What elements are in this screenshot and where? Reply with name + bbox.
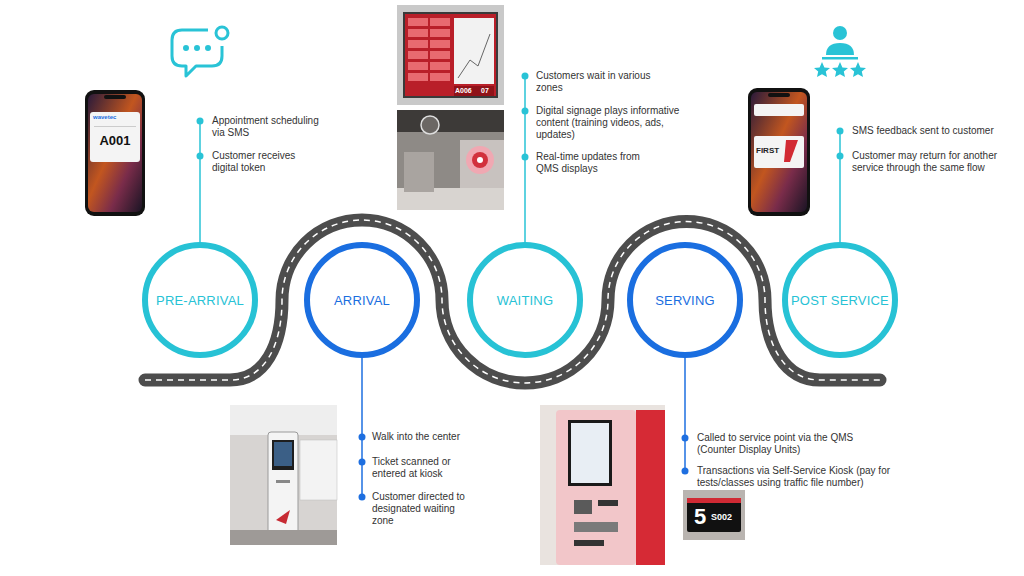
kiosk-photo (230, 405, 337, 545)
waiting-area-photo (397, 110, 504, 210)
phone-photo (748, 88, 810, 216)
ticket-number: S002 (711, 512, 741, 522)
step-text: Customer receives digital token (212, 150, 312, 174)
token-number: A001 (90, 133, 140, 148)
self-service-kiosk-photo (540, 405, 665, 565)
step-text: Real-time updates from QMS displays (536, 151, 654, 175)
phone-brand-text: wavetec (93, 114, 137, 121)
step-text: Appointment scheduling via SMS (212, 115, 330, 139)
step-text: Digital signage plays informative conten… (536, 105, 688, 141)
chat-icon (172, 27, 228, 76)
step-text: Called to service point via the QMS (Cou… (697, 432, 882, 456)
phone-photo (85, 90, 145, 216)
step-text: Customer may return for another service … (852, 150, 1017, 174)
rating-icon (814, 26, 866, 77)
signage-photo (397, 5, 504, 105)
stage-circle: PRE-ARRIVAL (142, 242, 258, 358)
phone-brand-text: FIRST (756, 146, 786, 155)
stage-circle: SERVING (627, 242, 743, 358)
step-text: Walk into the center (372, 431, 492, 443)
stage-circle: WAITING (467, 242, 583, 358)
step-text: Transactions via Self-Service Kiosk (pay… (697, 465, 915, 489)
queue-display-text: 07 (481, 87, 495, 95)
counter-display-photo (683, 490, 745, 540)
stage-label: PRE-ARRIVAL (156, 293, 244, 308)
stage-label: ARRIVAL (334, 293, 390, 308)
step-text: Customer directed to designated waiting … (372, 491, 478, 527)
step-text: Ticket scanned or entered at kiosk (372, 456, 464, 480)
stage-label: SERVING (655, 293, 715, 308)
counter-number: 5 (690, 504, 710, 530)
stage-circle: ARRIVAL (304, 242, 420, 358)
stage-circle: POST SERVICE (782, 242, 898, 358)
stage-label: WAITING (497, 293, 554, 308)
step-text: SMS feedback sent to customer (852, 125, 1012, 137)
step-text: Customers wait in various zones (536, 70, 654, 94)
queue-display-text: A006 (455, 87, 481, 95)
stage-label: POST SERVICE (791, 293, 889, 308)
